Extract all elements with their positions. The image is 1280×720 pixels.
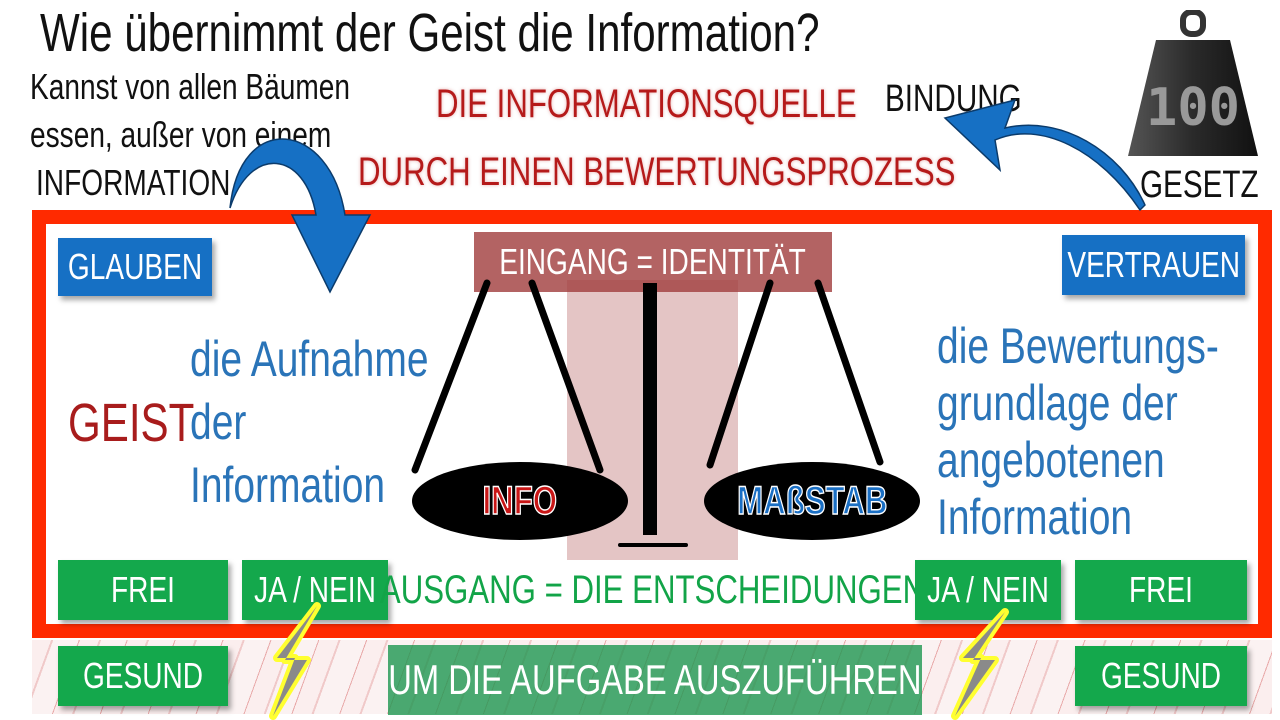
glauben-button[interactable]: GLAUBEN — [58, 238, 212, 296]
arrow-up-curved-icon — [943, 98, 1146, 212]
aufgabe-box: UM DIE AUFGABE AUSZUFÜHREN — [388, 645, 922, 715]
gesetz-label: GESETZ — [1140, 164, 1259, 206]
slide-title: Wie übernimmt der Geist die Information? — [40, 3, 820, 63]
janein-right-button[interactable]: JA / NEIN — [915, 560, 1061, 620]
weight-icon: 100 — [1126, 9, 1260, 160]
gesund-right-button[interactable]: GESUND — [1075, 646, 1247, 706]
left-description: die Aufnahme der Information — [190, 331, 429, 513]
lightning-right-icon — [951, 608, 1009, 720]
gesund-left-button[interactable]: GESUND — [58, 646, 228, 706]
note-line-3: INFORMATION — [36, 162, 231, 203]
lightning-left-icon — [269, 602, 321, 720]
frei-right-button[interactable]: FREI — [1075, 560, 1247, 620]
headline-bewertungsprozess: DURCH EINEN BEWERTUNGSPROZESS — [358, 150, 956, 194]
frei-left-button[interactable]: FREI — [58, 560, 228, 620]
svg-text:100: 100 — [1146, 78, 1240, 138]
arrow-down-curved-icon — [229, 138, 372, 294]
right-description: die Bewertungs- grundlage der angebotene… — [937, 318, 1219, 545]
headline-informationsquelle: DIE INFORMATIONSQUELLE — [436, 82, 857, 126]
vertrauen-button[interactable]: VERTRAUEN — [1062, 235, 1245, 295]
info-ellipse: INFO — [412, 462, 628, 540]
ausgang-label: AUSGANG = DIE ENTSCHEIDUNGEN — [379, 567, 926, 612]
geist-label: GEIST — [68, 393, 195, 453]
massstab-ellipse: MAßSTAB — [704, 462, 920, 540]
eingang-box: EINGANG = IDENTITÄT — [474, 232, 832, 292]
note-line-1: Kannst von allen Bäumen — [30, 66, 351, 107]
